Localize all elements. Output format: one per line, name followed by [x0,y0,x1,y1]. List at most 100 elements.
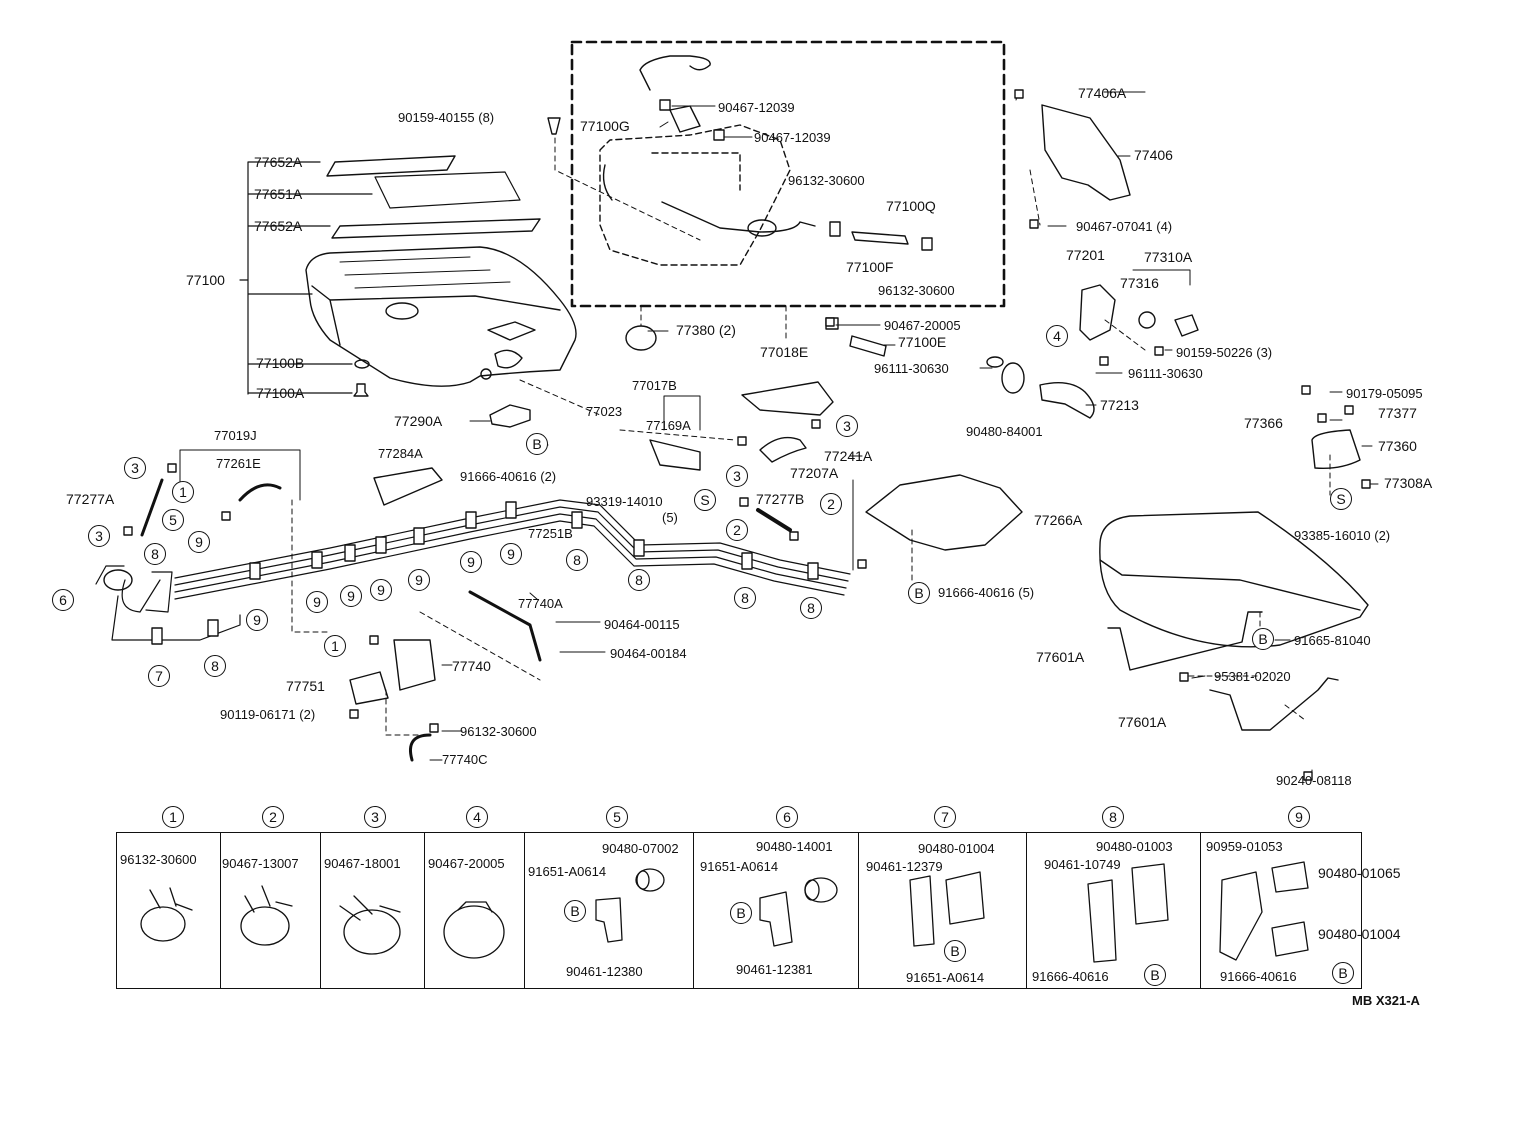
legend-number: 7 [934,806,956,828]
part-label: 77308A [1384,475,1433,491]
legend-part-number: 90467-18001 [324,856,401,871]
part-label: 77601A [1118,714,1167,730]
filler-neck-77201-icon [1079,284,1116,341]
hose-77740a-icon [468,590,542,662]
callout-9: 9 [306,591,328,613]
part-label: 77277A [66,491,115,507]
callout-8: 8 [800,597,822,619]
part-label: 77100E [898,334,947,350]
part-label: 90464-00184 [610,646,687,661]
callout-9: 9 [460,551,482,573]
second-tank-icon [1099,511,1369,731]
part-label: 90467-07041 (4) [1076,219,1173,234]
legend-clip-6-icon [759,877,838,947]
part-label: 90159-40155 (8) [398,110,495,125]
part-label: 77377 [1378,405,1417,421]
legend-part-number: 90467-20005 [428,856,505,871]
callout-9: 9 [500,543,522,565]
diagram-code: MB X321-A [1352,993,1420,1008]
legend-cell-9 [1200,833,1362,988]
part-label: 96111-30630 [1128,366,1203,381]
callout-3: 3 [836,415,858,437]
part-label: 77169A [646,418,691,433]
callout-8: 8 [204,655,226,677]
callout-3: 3 [124,457,146,479]
callout-b: B [526,433,548,455]
part-label: 77310A [1144,249,1193,265]
legend-cell-7 [858,833,1027,988]
sender-gauge-assembly-icon [599,55,933,266]
legend-part-number: 91651-A0614 [906,970,985,985]
callout-8: 8 [566,549,588,571]
callout-4: 4 [1046,325,1068,347]
part-label: 77740C [442,752,488,767]
legend-part-number: 90461-12379 [866,859,943,874]
callout-9: 9 [370,579,392,601]
part-label: 77751 [286,678,325,694]
callout-b: B [564,900,586,922]
legend-part-number: 90480-01065 [1318,865,1401,881]
part-label: 77284A [378,446,423,461]
part-label: 77100Q [886,198,936,214]
legend-clip-7-icon [909,871,985,947]
legend-part-number: 96132-30600 [120,852,197,867]
callout-2: 2 [726,519,748,541]
legend-part-number: 90461-10749 [1044,857,1121,872]
part-label: 77406A [1078,85,1127,101]
hose-77261e-icon [238,483,282,502]
legend-part-number: 91651-A0614 [528,864,607,879]
part-label: 91666-40616 (2) [460,469,557,484]
clamp-legend-table [116,832,1362,989]
part-label: 77100G [580,118,630,134]
part-label: 77017B [632,378,677,393]
part-label: 77652A [254,154,303,170]
fuel-tank-icon [305,246,577,387]
callout-9: 9 [188,531,210,553]
part-label: 93385-16010 (2) [1294,528,1391,543]
legend-part-number: 90959-01053 [1206,839,1283,854]
legend-clip-9-icon [1219,861,1309,961]
callout-b: B [908,582,930,604]
legend-part-number: 90480-01004 [1318,926,1401,942]
callout-b: B [1332,962,1354,984]
bracket-77751-icon [349,671,389,705]
hose-77277a-icon [140,478,164,537]
part-label: 90467-12039 [754,130,831,145]
clamp-markers [123,89,1371,781]
legend-part-number: 90467-13007 [222,856,299,871]
grommet-77316-icon [1138,311,1156,329]
legend-clip-3-icon [339,895,401,955]
bracket-77284a-icon [373,467,443,506]
part-label: 91666-40616 (5) [938,585,1035,600]
legend-cell-5 [524,833,694,988]
legend-part-number: 91666-40616 [1220,969,1297,984]
filter-77380-icon [625,325,657,351]
part-label: 93319-14010 [586,494,663,509]
legend-part-number: 90461-12381 [736,962,813,977]
part-label: 90119-06171 (2) [220,707,316,722]
plug-77100b-icon [354,359,370,369]
part-label: 96132-30600 [788,173,865,188]
fuel-lid-77360-icon [1311,429,1361,470]
tank-pads [326,155,541,239]
filler-pipe-group-icon [741,317,1095,463]
part-label: 77366 [1244,415,1283,431]
part-label: 77019J [214,428,257,443]
part-label: 77207A [790,465,839,481]
hose-77277b-icon [756,508,792,532]
callout-s: S [694,489,716,511]
callout-1: 1 [172,481,194,503]
part-label: 77406 [1134,147,1173,163]
legend-clip-8-icon [1087,863,1169,963]
part-label: 77100B [256,355,305,371]
part-label: 77290A [394,413,443,429]
legend-part-number: 90480-07002 [602,841,679,856]
legend-cell-6 [693,833,859,988]
callout-3: 3 [726,465,748,487]
tank-group-bracket [239,161,373,395]
callout-b: B [1252,628,1274,650]
callout-8: 8 [628,569,650,591]
plug-77310a-icon [1174,314,1199,337]
legend-number: 1 [162,806,184,828]
